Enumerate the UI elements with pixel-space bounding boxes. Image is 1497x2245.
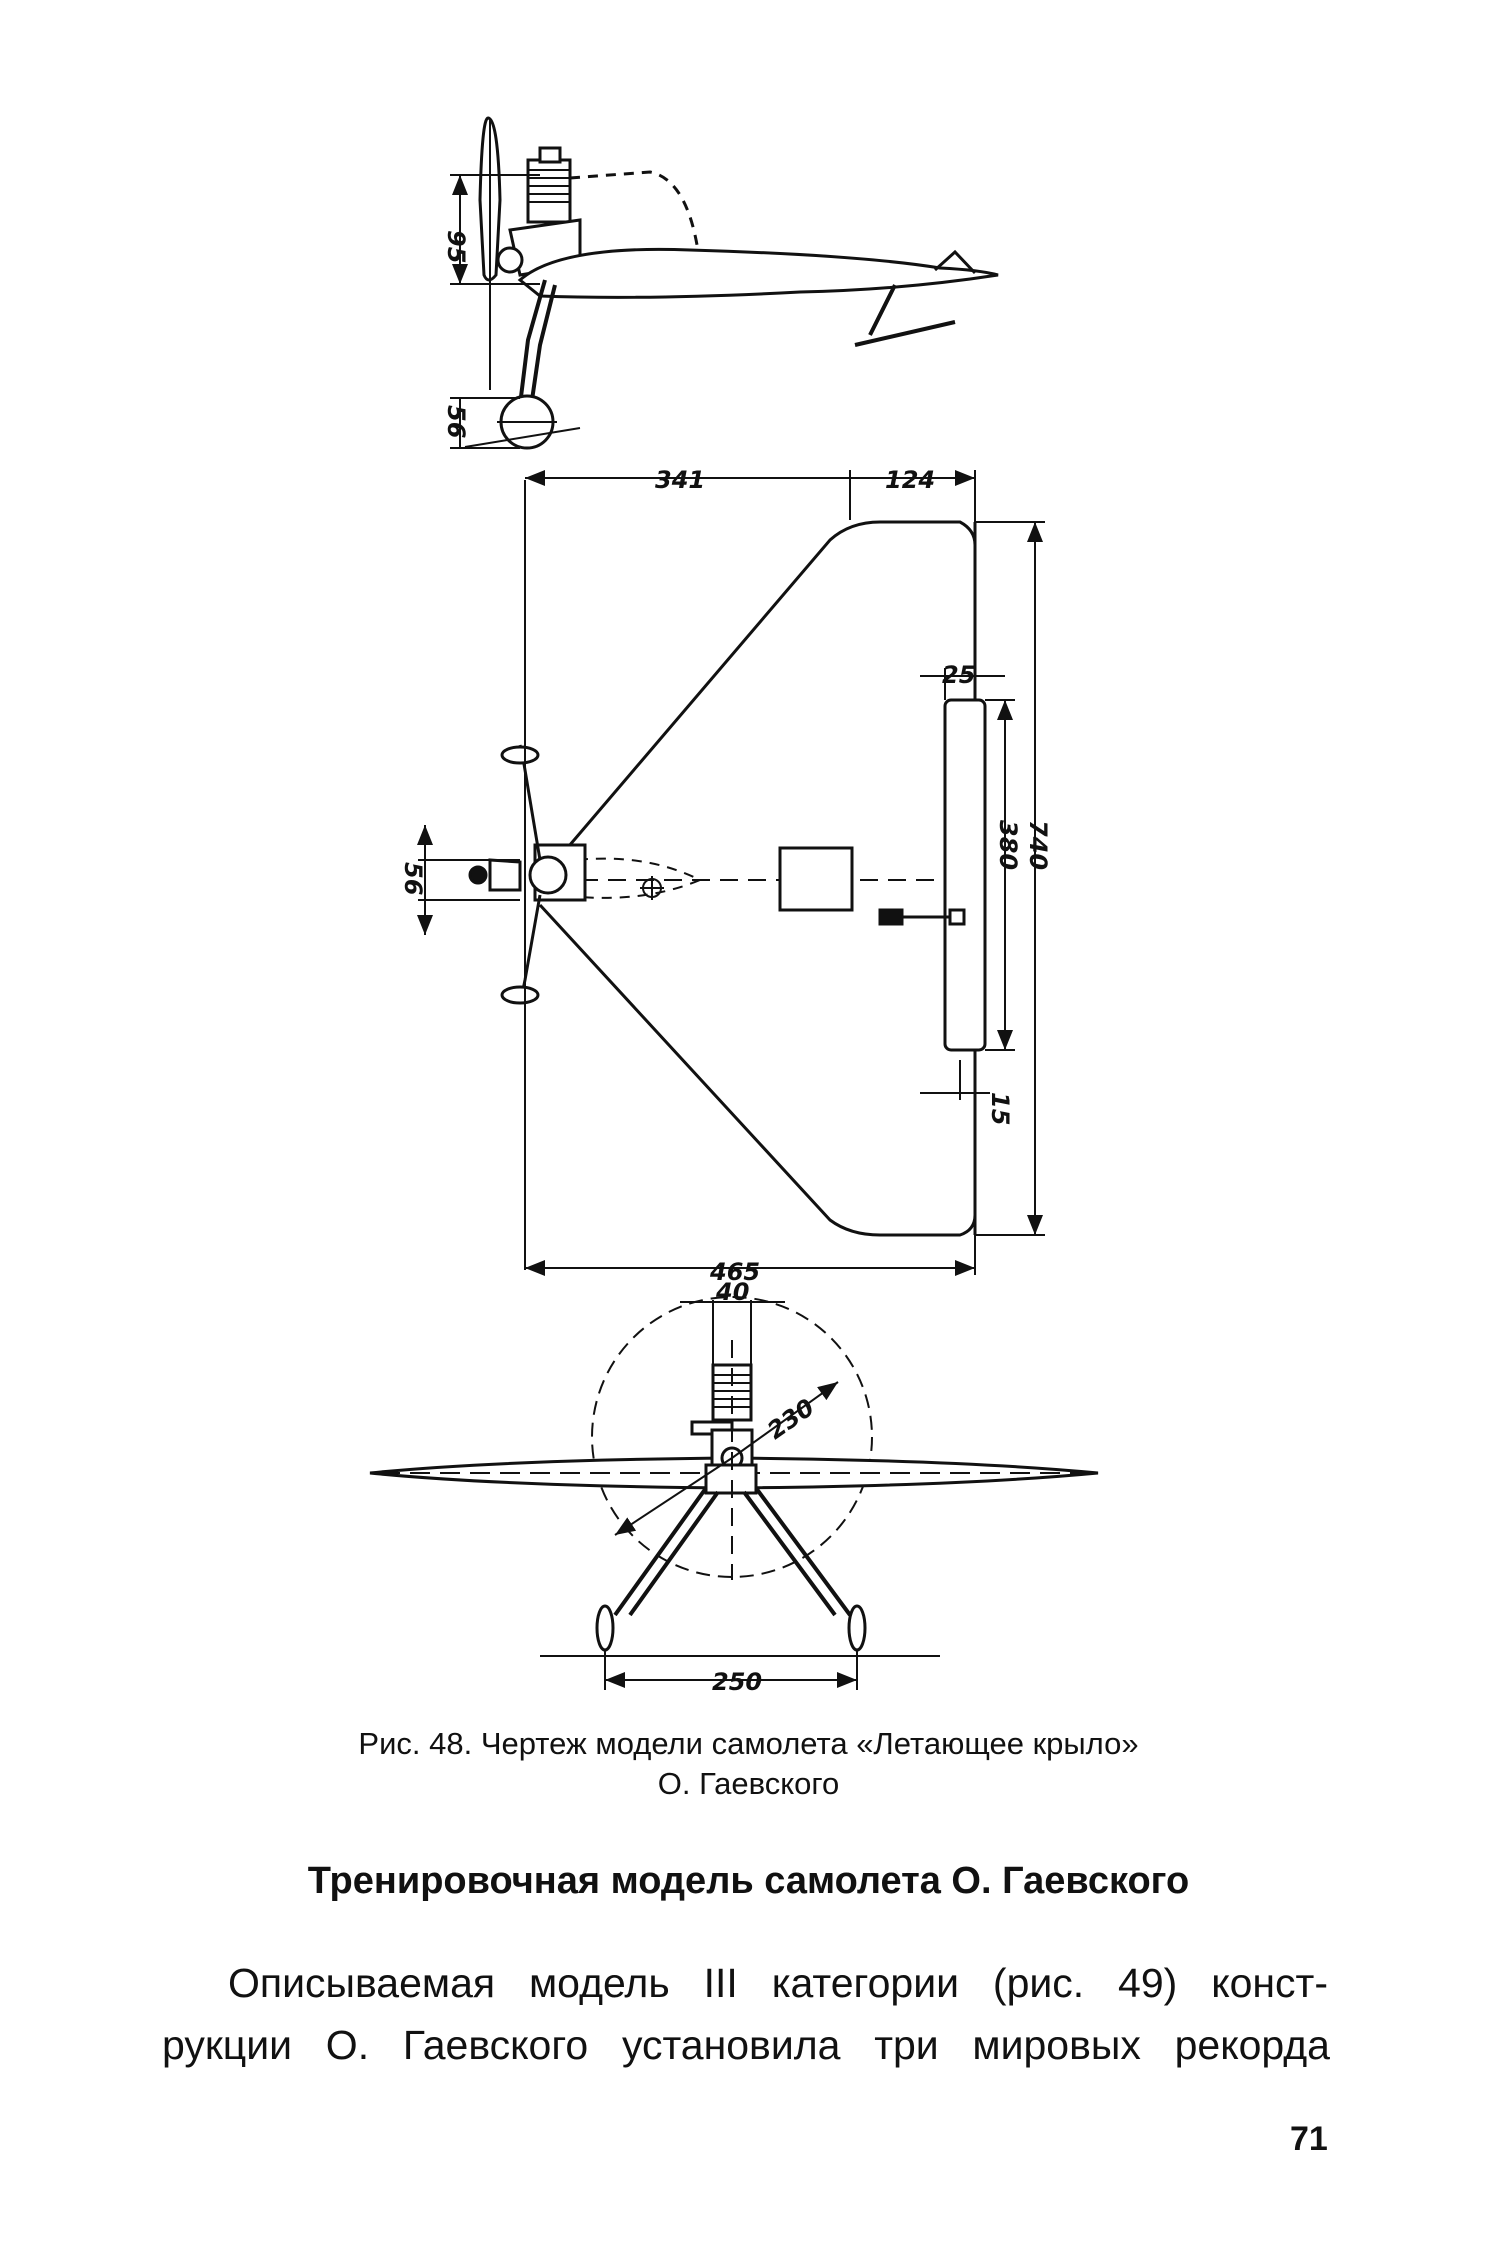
plan-canopy (560, 859, 700, 898)
front-view (370, 1297, 1098, 1690)
dim-plan-56: 56 (399, 862, 427, 895)
figure-caption-line2: О. Гаевского (657, 1766, 840, 1801)
dim-plan-15: 15 (986, 1092, 1014, 1125)
paragraph-line-1: Описываемая модель III категории (рис. 4… (228, 1960, 1328, 2006)
plan-fuel-tank (780, 848, 852, 910)
dim-plan-124: 124 (885, 466, 935, 494)
paragraph-line-2: рукции О. Гаевского установила три миров… (162, 2022, 1330, 2068)
page-number: 71 (1290, 2120, 1328, 2158)
plan-view (417, 470, 1045, 1276)
front-strut-left (615, 1488, 718, 1615)
dim-plan-25: 25 (942, 661, 975, 689)
front-wheel-left (597, 1606, 613, 1650)
dim-plan-740: 740 (1024, 820, 1052, 870)
dim-side-propeller: 95 (442, 230, 470, 263)
plan-wing-outline (540, 522, 975, 1235)
section-heading: Тренировочная модель самолета О. Гаевско… (307, 1860, 1190, 1902)
side-view (450, 118, 998, 448)
side-tail-skid (855, 285, 955, 345)
dim-plan-341: 341 (655, 466, 705, 494)
front-strut-right (744, 1488, 850, 1615)
front-wheel-right (849, 1606, 865, 1650)
plan-control-horn (880, 910, 902, 924)
figure-caption-line1: Рис. 48. Чертеж модели самолета «Летающе… (358, 1726, 1139, 1761)
dim-plan-380: 380 (994, 820, 1022, 870)
front-propeller-disc (592, 1297, 872, 1577)
plan-wheel-bottom (502, 987, 538, 1003)
dim-plan-465: 465 (709, 1258, 760, 1286)
side-landing-strut (520, 280, 555, 405)
dim-front-40: 40 (715, 1278, 749, 1306)
plan-wheel-top (502, 747, 538, 763)
plan-elevon (945, 700, 985, 1050)
side-wing-profile (520, 249, 998, 297)
dim-side-wheel: 56 (442, 405, 470, 438)
dim-front-250: 250 (712, 1668, 762, 1696)
